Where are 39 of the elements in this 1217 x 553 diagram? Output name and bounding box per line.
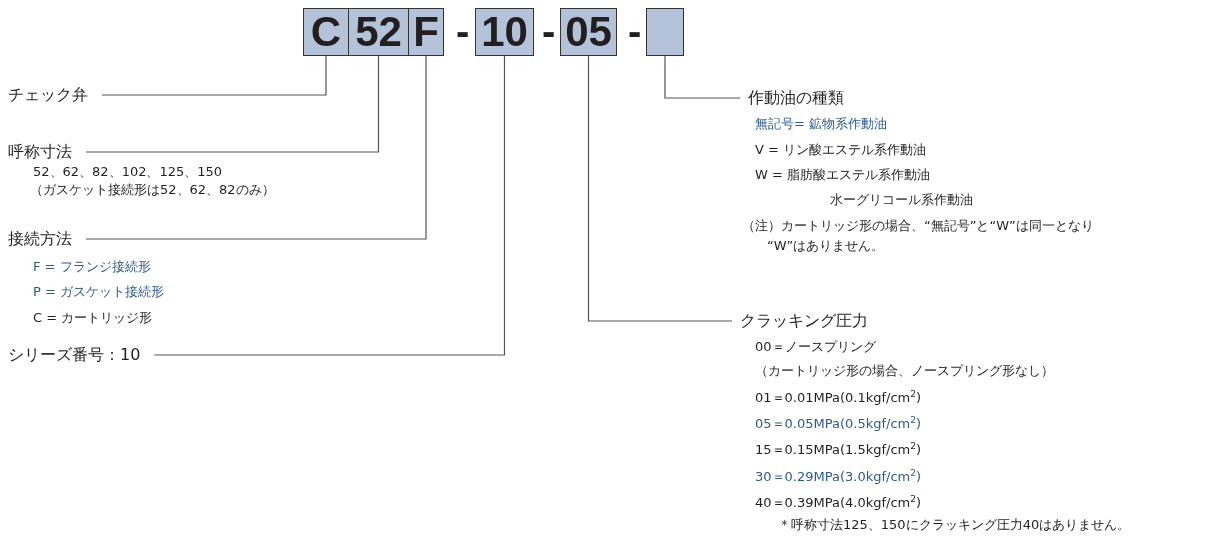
- option-text: （注）カートリッジ形の場合、“無記号”と“W”は同一となり “W”はありません。: [742, 217, 1095, 255]
- option-text: F = フランジ接続形: [33, 259, 151, 275]
- option-text: ＊呼称寸法125、150にクラッキング圧力40はありません。: [778, 517, 1131, 533]
- option-text: 15＝0.15MPa(1.5kgf/cm$^{2}$): [755, 442, 922, 458]
- option-text: （ガスケット接続形は52、62、82のみ）: [30, 182, 275, 198]
- separator-dash: -: [456, 8, 470, 54]
- item-heading: 呼称寸法: [8, 142, 86, 162]
- option-text: W = 脂肪酸エステル系作動油: [755, 167, 930, 183]
- leader-line: [664, 55, 741, 99]
- option-text: C = カートリッジ形: [33, 310, 153, 326]
- leader-line: [85, 55, 427, 240]
- code-box: 10: [475, 8, 534, 56]
- option-text: 無記号= 鉱物系作動油: [755, 116, 888, 132]
- leader-line: [85, 55, 380, 153]
- code-box: 05: [560, 8, 617, 56]
- leader-line: [587, 55, 733, 322]
- leader-line: [153, 55, 506, 356]
- item-heading: チェック弁: [8, 85, 102, 105]
- leader-line: [101, 55, 327, 96]
- option-text: （カートリッジ形の場合、ノースプリング形なし）: [755, 363, 1054, 379]
- option-text: 40＝0.39MPa(4.0kgf/cm$^{2}$): [755, 495, 922, 511]
- code-box: F: [408, 8, 444, 56]
- item-heading: 作動油の種類: [740, 88, 844, 108]
- item-heading: シリーズ番号：10: [8, 345, 155, 365]
- option-text: 01＝0.01MPa(0.1kgf/cm$^{2}$): [755, 390, 922, 406]
- code-box: 52: [348, 8, 409, 56]
- empty-code-box: [646, 8, 684, 56]
- option-text: 05＝0.05MPa(0.5kgf/cm$^{2}$): [755, 416, 922, 432]
- item-heading: クラッキング圧力: [732, 311, 868, 331]
- option-text: P = ガスケット接続形: [33, 284, 164, 300]
- item-heading: 接続方法: [8, 229, 86, 249]
- separator-dash: -: [542, 8, 556, 54]
- option-text: 30＝0.29MPa(3.0kgf/cm$^{2}$): [755, 469, 922, 485]
- separator-dash: -: [628, 8, 642, 54]
- option-text: V = リン酸エステル系作動油: [755, 142, 927, 158]
- code-box: C: [303, 8, 349, 56]
- option-text: 00＝ノースプリング: [755, 339, 876, 355]
- option-text: 52、62、82、102、125、150: [33, 164, 223, 180]
- option-text: 水ーグリコール系作動油: [830, 192, 973, 208]
